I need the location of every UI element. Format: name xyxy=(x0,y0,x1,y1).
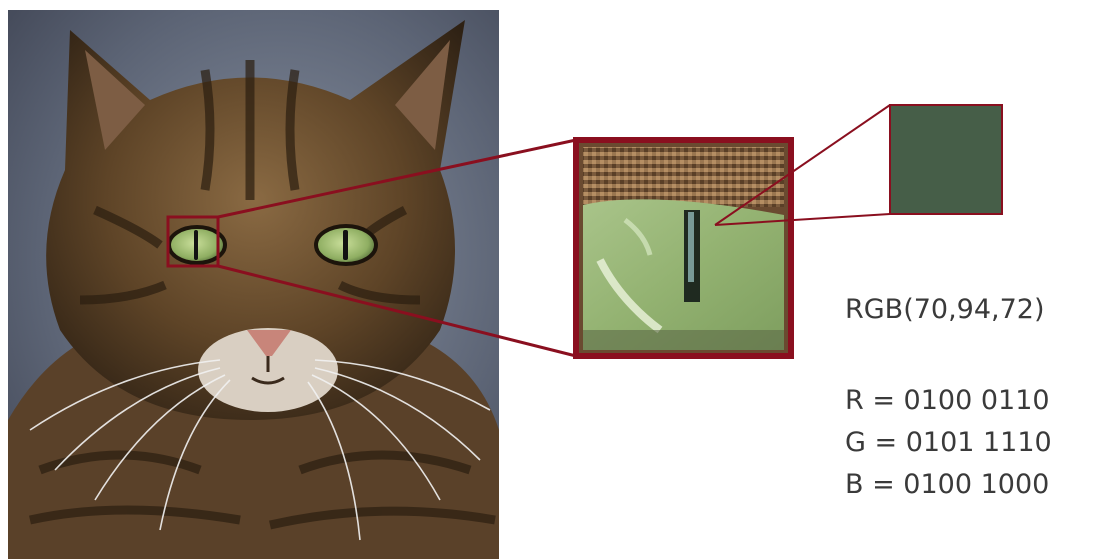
blue-binary-label: B = 0100 1000 xyxy=(845,471,1049,498)
cat-photo xyxy=(8,10,499,559)
zoomed-eye-view xyxy=(576,140,791,356)
red-binary-label: R = 0100 0110 xyxy=(845,387,1050,414)
green-binary-label: G = 0101 1110 xyxy=(845,429,1052,456)
pixel-color-swatch xyxy=(890,105,1002,214)
rgb-value-label: RGB(70,94,72) xyxy=(845,296,1045,323)
